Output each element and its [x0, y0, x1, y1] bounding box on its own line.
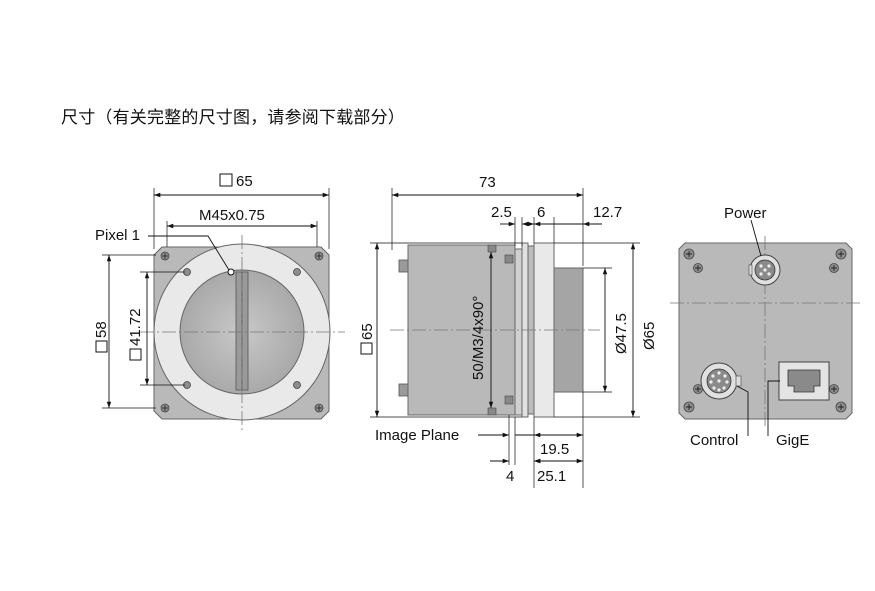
control-label: Control — [690, 432, 738, 449]
diameter-65: Ø65 — [641, 322, 658, 350]
screw-icon — [835, 248, 847, 260]
outer-height-dimension: 58 — [93, 321, 110, 338]
pixel-1-label: Pixel 1 — [95, 227, 140, 244]
screw-icon — [829, 384, 839, 394]
length-dimension: 73 — [479, 174, 496, 191]
dimension-12-7: 12.7 — [593, 204, 622, 221]
screw-icon — [314, 403, 324, 413]
inner-height-dimension: 41.72 — [127, 308, 144, 346]
mounting-holes-dimension: 50/M3/4x90° — [470, 296, 487, 380]
screw-icon — [683, 248, 695, 260]
page-title: 尺寸（有关完整的尺寸图，请参阅下载部分） — [61, 108, 405, 128]
thread-dimension: M45x0.75 — [199, 207, 265, 224]
back-view: Power Control GigE — [670, 205, 860, 449]
control-connector-icon — [700, 362, 742, 400]
gige-connector-icon — [778, 361, 830, 401]
mount-hole-icon — [293, 381, 301, 389]
square-symbol-icon — [219, 173, 233, 187]
dimension-2-5: 2.5 — [491, 204, 512, 221]
dimension-4: 4 — [506, 468, 514, 485]
image-plane-label: Image Plane — [375, 427, 459, 444]
pixel-1-leader — [148, 235, 230, 271]
power-connector-icon — [748, 254, 781, 286]
dimension-25-1: 25.1 — [537, 468, 566, 485]
width-dimension: 65 — [236, 173, 253, 190]
screw-icon — [314, 251, 324, 261]
gige-label: GigE — [776, 432, 809, 449]
diameter-47-5: Ø47.5 — [613, 313, 630, 354]
screw-icon — [693, 263, 703, 273]
mount-hole-icon — [293, 268, 301, 276]
side-view: 73 2.5 6 12.7 65 50/M3/4x90° Ø47.5 — [359, 174, 658, 488]
screw-icon — [835, 401, 847, 413]
front-view: Pixel 1 65 M45x0.75 58 41.72 — [93, 173, 345, 430]
screw-icon — [683, 401, 695, 413]
screw-icon — [693, 384, 703, 394]
screw-icon — [160, 251, 170, 261]
power-label: Power — [724, 205, 767, 222]
dimension-6: 6 — [537, 204, 545, 221]
screw-icon — [829, 263, 839, 273]
screw-icon — [160, 403, 170, 413]
dimension-19-5: 19.5 — [540, 441, 569, 458]
side-height-dimension: 65 — [359, 323, 376, 340]
pixel-1-marker — [227, 268, 235, 276]
